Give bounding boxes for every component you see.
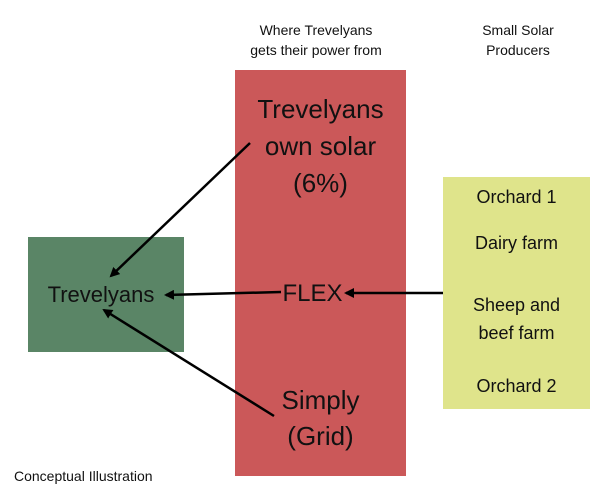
middle-column-header: Where Trevelyans gets their power from bbox=[226, 20, 406, 60]
producer-orchard-2: Orchard 2 bbox=[476, 376, 557, 396]
producer-dairy-farm: Dairy farm bbox=[474, 233, 558, 253]
middle-header-line2: gets their power from bbox=[250, 42, 382, 58]
simply-grid-label: Simply (Grid) bbox=[235, 382, 406, 454]
right-header-line2: Producers bbox=[486, 42, 550, 58]
small-solar-producers-box bbox=[443, 177, 590, 409]
simply-line1: Simply bbox=[281, 385, 360, 415]
own-solar-line3: (6%) bbox=[293, 168, 348, 198]
trevelyans-label: Trevelyans bbox=[47, 282, 155, 307]
producer-sheep-beef-farm: Sheep and beef farm bbox=[443, 291, 590, 347]
own-solar-label: Trevelyans own solar (6%) bbox=[235, 91, 406, 202]
producer-sheep-line1: Sheep and bbox=[472, 295, 561, 315]
producer-sheep-line2: beef farm bbox=[478, 323, 555, 343]
producer-orchard-1: Orchard 1 bbox=[476, 187, 557, 207]
right-column-header: Small Solar Producers bbox=[448, 20, 588, 60]
footer-caption: Conceptual Illustration bbox=[14, 468, 153, 484]
own-solar-line1: Trevelyans bbox=[257, 94, 384, 124]
simply-line2: (Grid) bbox=[287, 421, 354, 451]
right-header-line1: Small Solar bbox=[482, 22, 554, 38]
flex-label: FLEX bbox=[282, 280, 343, 307]
own-solar-line2: own solar bbox=[264, 131, 377, 161]
middle-header-line1: Where Trevelyans bbox=[259, 22, 373, 38]
